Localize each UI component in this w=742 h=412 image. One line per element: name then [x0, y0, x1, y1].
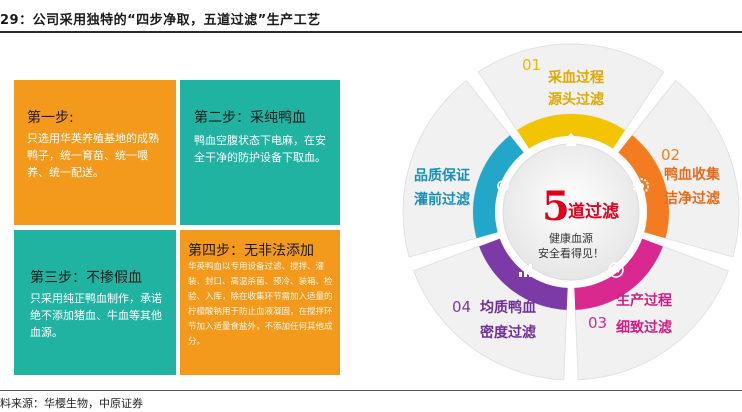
step-1-title: 第一步:: [27, 110, 74, 126]
home-icon: [564, 133, 578, 146]
center-sub2: 安全看得见！: [538, 246, 604, 260]
stage-2-line1: 鸭血收集: [664, 166, 721, 183]
step-2-title: 第二步：采纯鸭血: [194, 110, 306, 126]
step-2-box: 第二步：采纯鸭血 鸭血空腹状态下电麻，在安全干净的防护设备下取血。: [180, 80, 340, 225]
stage-1-line2: 源头过滤: [548, 91, 604, 108]
step-4-box: 第四步：无非法添加 华英鸭血以专用设备过滤、搅拌、灌装、封口、高温杀菌、预冷、装…: [180, 230, 340, 375]
stage-2-line2: 洁净过滤: [664, 190, 720, 207]
source-note: 料来源：华樱生物，中原证券: [0, 397, 143, 410]
step-2-body: 鸭血空腹状态下电麻，在安全干净的防护设备下取血。: [194, 134, 326, 164]
color-segment-1: [516, 114, 626, 149]
stage-1-line1: 采血过程: [547, 69, 604, 86]
five-filter-wheel: 5 道过滤 健康血源 安全看得见！ 01 采血过程 源头过滤 02 鸭血收集 洁…: [402, 43, 740, 381]
stage-2-number: 02: [661, 146, 680, 164]
stage-4-line1: 均质鸭血: [480, 299, 536, 316]
gear-icon: [633, 178, 649, 194]
step-4-body: 华英鸭血以专用设备过滤、搅拌、灌装、封口、高温杀菌、预冷、装箱、检验、入库，除在…: [188, 262, 333, 347]
clock-icon: [608, 262, 624, 278]
center-number: 5: [542, 183, 570, 230]
figure-title: 29：公司采用独特的“四步净取，五道过滤”生产工艺: [0, 13, 321, 28]
footer-rule: [0, 390, 742, 391]
step-1-body: 只选用华英养殖基地的成熟鸭子，统一育苗、统一喂养、统一配送。: [27, 132, 159, 179]
step-3-title: 第三步：不掺假血: [30, 270, 142, 286]
stage-3-line2: 细致过滤: [616, 319, 672, 336]
bar-chart-icon: [519, 264, 532, 277]
stage-4-number: 04: [452, 298, 471, 316]
stage-4-line2: 密度过滤: [479, 324, 536, 341]
stage-5-line2: 灌前过滤: [414, 191, 470, 208]
color-segment-4: [479, 238, 568, 310]
header-rule: [0, 31, 742, 33]
stage-3-line1: 生产过程: [616, 292, 672, 309]
step-3-body: 只采用纯正鸭血制作，承诺绝不添加猪血、牛血等其他血源。: [30, 292, 162, 339]
step-4-title: 第四步：无非法添加: [188, 243, 314, 259]
lightbulb-icon: [497, 180, 509, 194]
stage-5-line1: 品质保证: [414, 167, 470, 184]
header: 29：公司采用独特的“四步净取，五道过滤”生产工艺: [0, 0, 742, 33]
step-1-box: 第一步: 只选用华英养殖基地的成熟鸭子，统一育苗、统一喂养、统一配送。: [14, 80, 176, 225]
stage-3-number: 03: [588, 314, 607, 332]
center-sub1: 健康血源: [549, 231, 593, 245]
step-3-box: 第三步：不掺假血 只采用纯正鸭血制作，承诺绝不添加猪血、牛血等其他血源。: [14, 230, 176, 375]
center-title: 道过滤: [568, 201, 619, 222]
color-segment-3: [574, 238, 663, 310]
stage-1-number: 01: [522, 56, 541, 74]
